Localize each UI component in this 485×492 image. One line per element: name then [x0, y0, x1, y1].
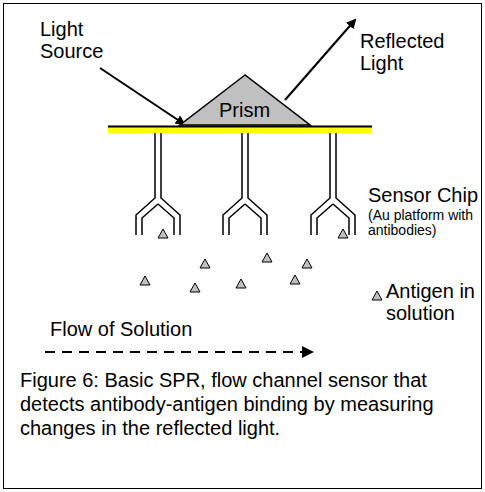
chip-surface — [108, 126, 372, 128]
sensor-chip-label: Sensor Chip — [368, 184, 480, 206]
flow-line — [45, 351, 308, 353]
prism-triangle — [180, 75, 310, 125]
reflected-light-label: Reflected Light — [360, 30, 460, 74]
reflected-light-arrow — [285, 20, 355, 100]
incident-light-arrow — [100, 68, 184, 124]
antigen-label: Antigen in solution — [386, 280, 478, 324]
flow-label: Flow of Solution — [50, 318, 250, 340]
chip-note: (Au platform with antibodies) — [368, 208, 478, 238]
antibodies — [136, 133, 355, 235]
gold-layer — [108, 127, 372, 133]
prism-shape: Prism — [178, 73, 312, 127]
flow-arrowhead — [302, 346, 314, 358]
figure-caption: Figure 6: Basic SPR, flow channel sensor… — [20, 368, 465, 440]
figure-frame — [4, 4, 482, 489]
node-label: Prism — [219, 99, 270, 121]
light-source-label: Light Source — [40, 18, 120, 62]
antigens — [140, 229, 382, 300]
